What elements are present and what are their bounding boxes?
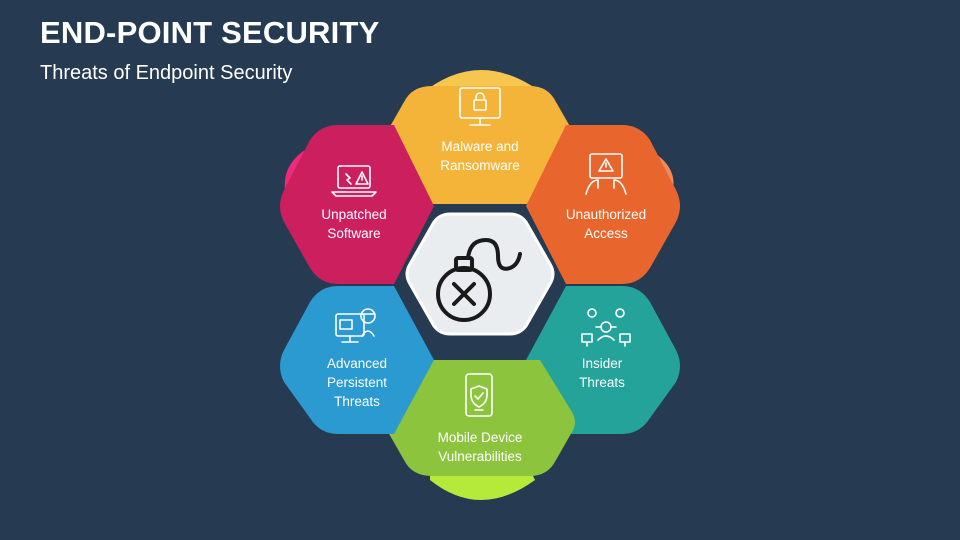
segment-unauthorized-access: Unauthorized Access: [526, 125, 680, 284]
shield-phone-icon: [465, 373, 493, 417]
center-hub: [405, 212, 555, 336]
accent-blob-mobile: [430, 470, 535, 500]
warning-laptop-icon: [331, 165, 377, 197]
segment-unpatched-software: Unpatched Software: [280, 125, 434, 284]
segment-shape-insider: [526, 286, 680, 434]
hacker-laptop-icon: [585, 153, 627, 195]
segment-label-malware-2: Ransomware: [440, 158, 520, 173]
segment-label-unauthorized-2: Access: [584, 226, 628, 241]
segment-mobile-device: Mobile Device Vulnerabilities: [385, 360, 575, 476]
page-subtitle: Threats of Endpoint Security: [40, 62, 293, 84]
segment-shape-unpatched: [280, 125, 434, 284]
segment-shape-mobile: [385, 360, 575, 476]
segment-label-apt-3: Threats: [334, 394, 380, 409]
segment-label-insider-2: Threats: [579, 375, 625, 390]
segment-shape-malware: [385, 86, 575, 204]
segment-label-unpatched-2: Software: [327, 226, 380, 241]
segment-insider-threats: Insider Threats: [526, 286, 680, 434]
segment-label-apt-1: Advanced: [327, 356, 387, 371]
segment-label-mobile-1: Mobile Device: [438, 430, 523, 445]
segment-label-unauthorized-1: Unauthorized: [566, 207, 646, 222]
bomb-icon: [436, 237, 522, 322]
segment-label-apt-2: Persistent: [327, 375, 387, 390]
segment-label-mobile-2: Vulnerabilities: [438, 449, 522, 464]
segment-label-unpatched-1: Unpatched: [321, 207, 386, 222]
segment-shape-apt: [280, 286, 434, 434]
segment-advanced-persistent: Advanced Persistent Threats: [280, 286, 434, 434]
page-title: END-POINT SECURITY: [40, 15, 380, 50]
segment-malware-ransomware: Malware and Ransomware: [385, 86, 575, 204]
network-bugs-icon: [581, 308, 631, 347]
spy-monitor-icon: [335, 308, 376, 343]
segment-label-insider-1: Insider: [582, 356, 623, 371]
locked-monitor-icon: [459, 87, 501, 126]
segment-label-malware-1: Malware and: [441, 139, 518, 154]
segment-shape-unauthorized: [526, 125, 680, 284]
